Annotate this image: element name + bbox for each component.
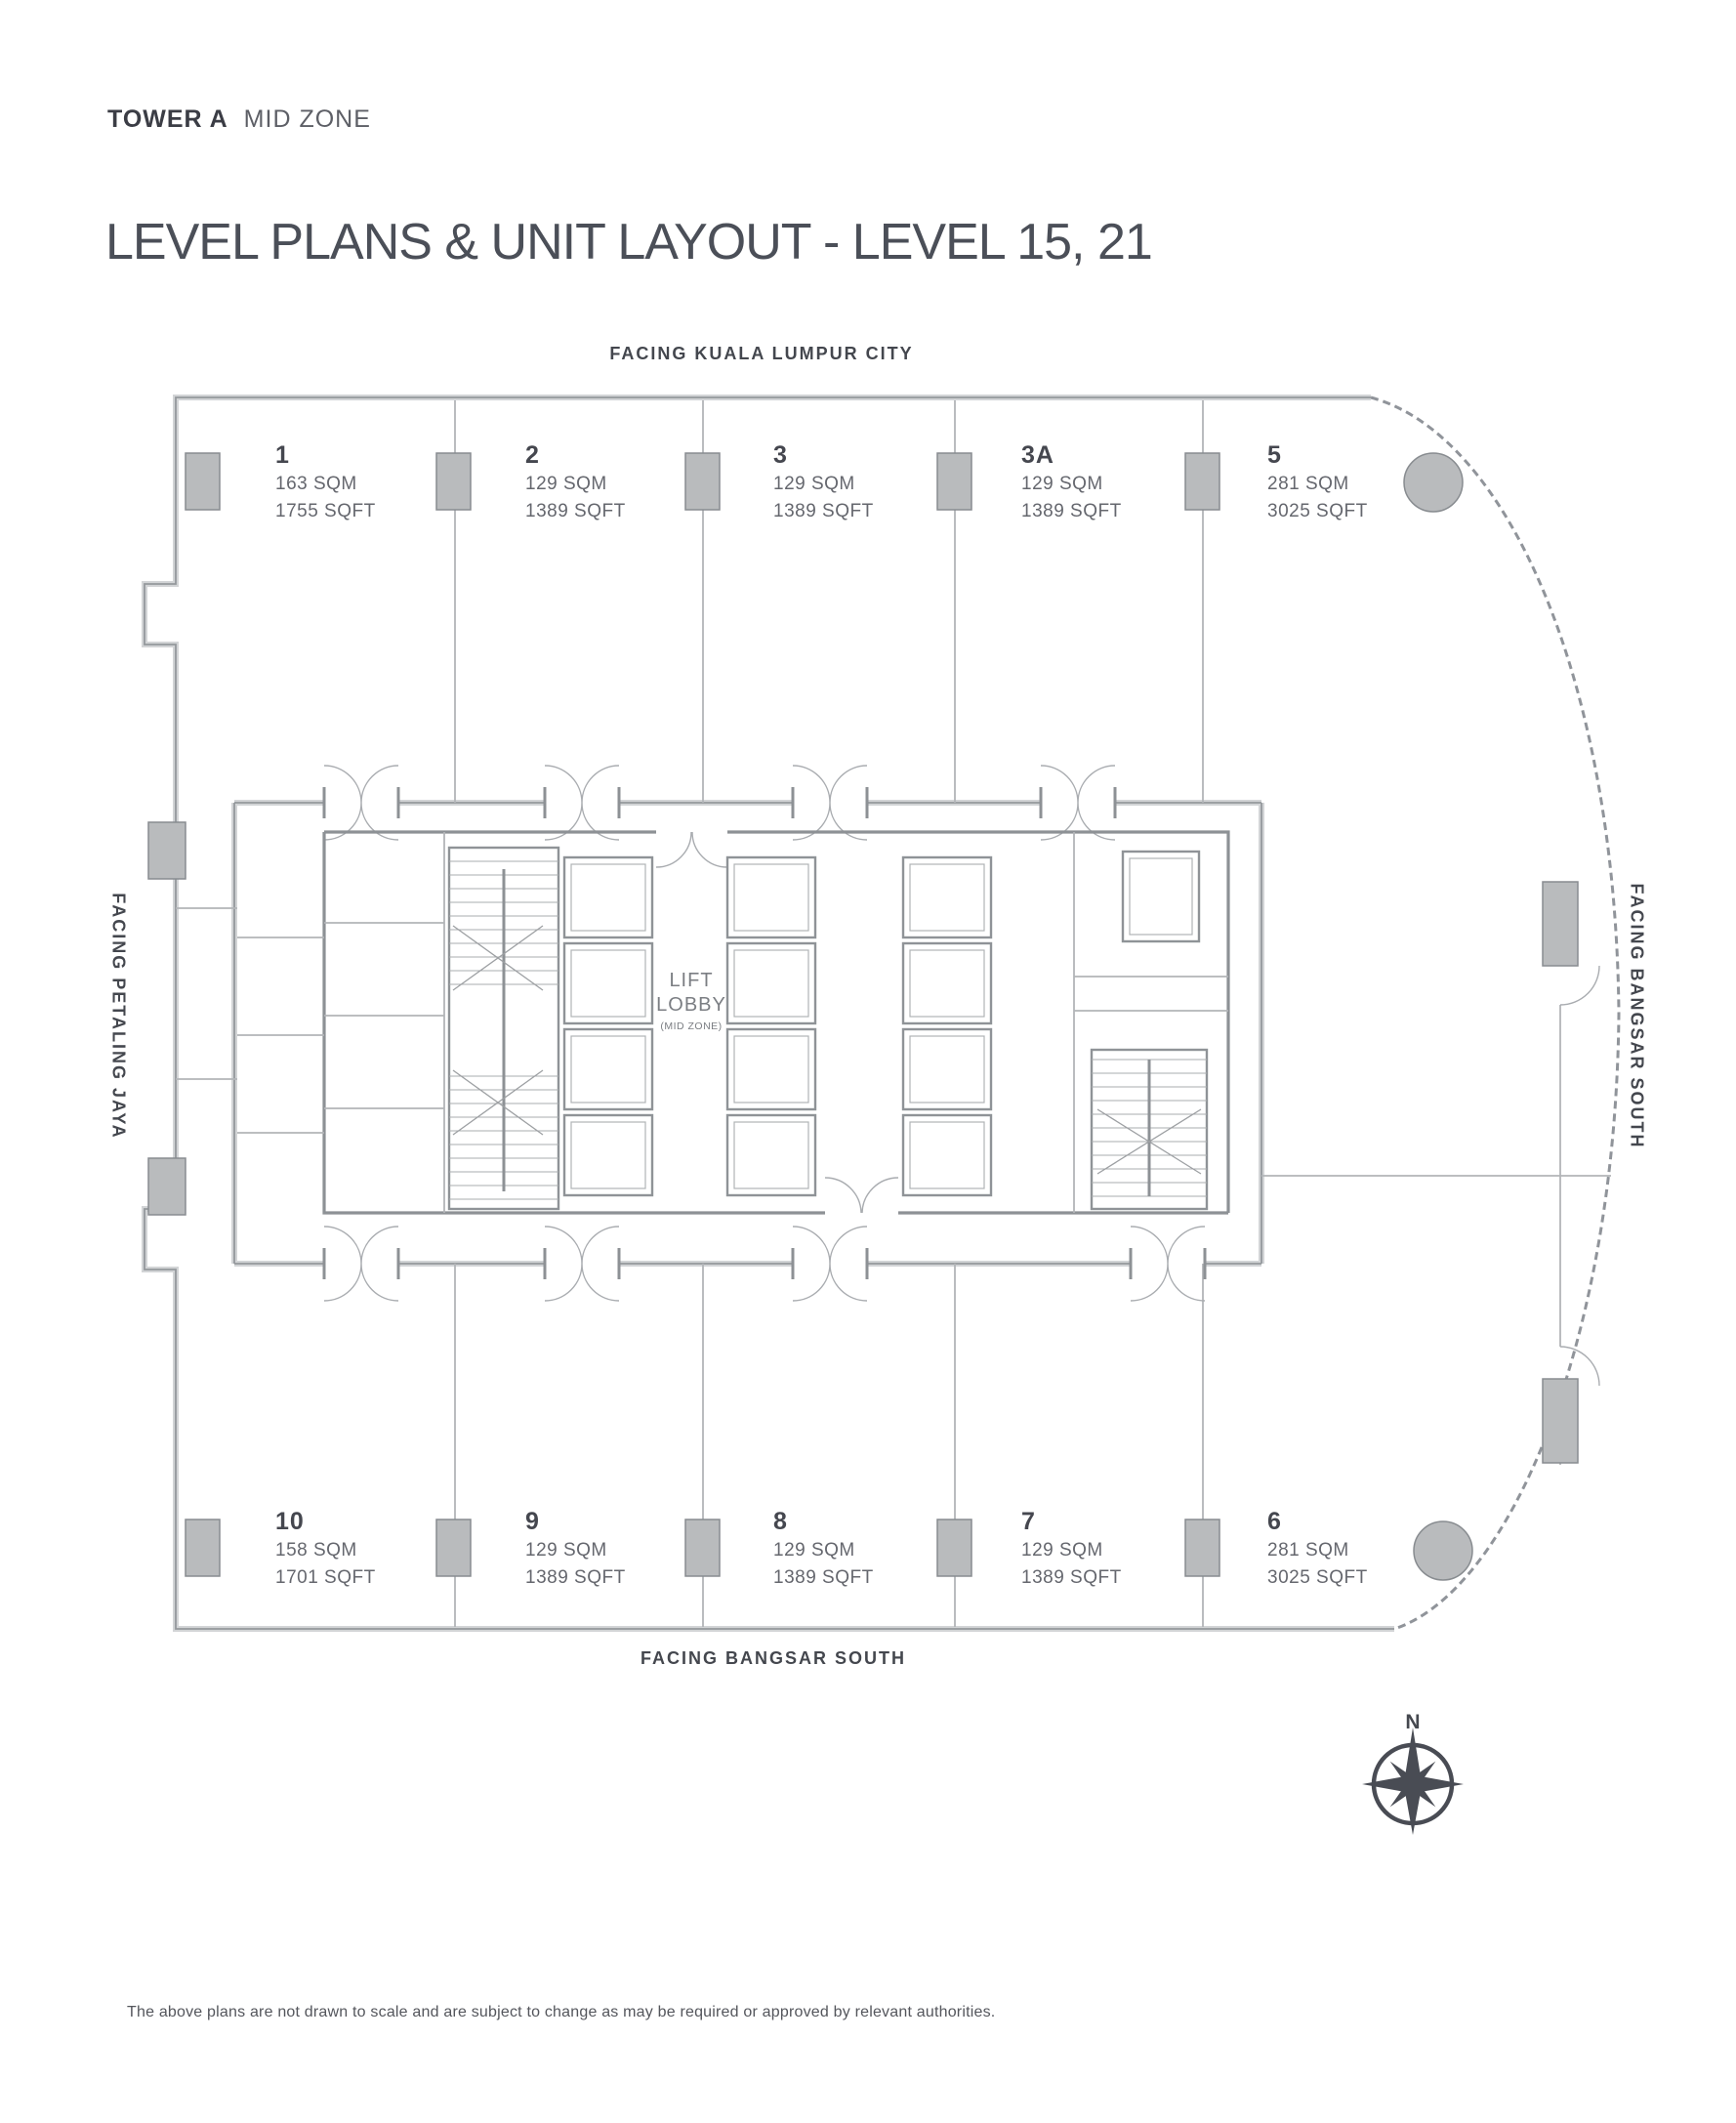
lift-bank-1 bbox=[562, 855, 654, 1197]
header-eyebrow: TOWER A MID ZONE bbox=[107, 105, 371, 134]
unit-divider-walls bbox=[454, 400, 1611, 1627]
lift-lobby-line1: LIFT bbox=[669, 970, 714, 991]
unit-sqm: 129 SQM bbox=[525, 474, 607, 494]
facing-label-top: FACING KUALA LUMPUR CITY bbox=[609, 344, 914, 363]
lift-lobby-label: LIFT LOBBY (MID ZONE) bbox=[633, 969, 750, 1035]
round-column-top bbox=[1403, 452, 1464, 513]
unit-sqm: 281 SQM bbox=[1267, 1540, 1349, 1561]
unit-label-7: 7 129 SQM 1389 SQFT bbox=[1021, 1506, 1236, 1592]
zone-label: MID ZONE bbox=[243, 105, 371, 133]
unit-sqft: 1389 SQFT bbox=[1021, 1567, 1122, 1588]
unit-sqft: 1389 SQFT bbox=[525, 501, 626, 521]
unit-sqm: 129 SQM bbox=[1021, 474, 1103, 494]
unit-sqm: 158 SQM bbox=[275, 1540, 357, 1561]
footnote: The above plans are not drawn to scale a… bbox=[127, 2004, 996, 2020]
unit-label-10: 10 158 SQM 1701 SQFT bbox=[275, 1506, 490, 1592]
unit-number: 9 bbox=[525, 1508, 540, 1535]
unit-sqft: 1389 SQFT bbox=[1021, 501, 1122, 521]
outer-walls bbox=[145, 397, 1394, 1629]
corridor-doors bbox=[322, 765, 1207, 1302]
curved-facade-line bbox=[1370, 395, 1621, 1631]
unit-sqm: 129 SQM bbox=[1021, 1540, 1103, 1561]
unit-sqm: 129 SQM bbox=[525, 1540, 607, 1561]
unit-sqft: 1389 SQFT bbox=[773, 501, 874, 521]
unit-sqft: 1701 SQFT bbox=[275, 1567, 376, 1588]
unit-sqft: 1389 SQFT bbox=[525, 1567, 626, 1588]
unit-label-5: 5 281 SQM 3025 SQFT bbox=[1267, 439, 1482, 525]
lift-bank-2 bbox=[725, 855, 817, 1197]
unit-number: 3 bbox=[773, 441, 788, 469]
stairwell-west bbox=[447, 846, 560, 1211]
unit-label-2: 2 129 SQM 1389 SQFT bbox=[525, 439, 740, 525]
service-core bbox=[176, 830, 1230, 1215]
round-column-bottom bbox=[1413, 1520, 1473, 1581]
compass-icon: N bbox=[1362, 1711, 1464, 1835]
unit-sqm: 129 SQM bbox=[773, 474, 855, 494]
unit-number: 7 bbox=[1021, 1508, 1036, 1535]
unit-sqft: 1755 SQFT bbox=[275, 501, 376, 521]
unit-number: 5 bbox=[1267, 441, 1282, 469]
unit-label-1: 1 163 SQM 1755 SQFT bbox=[275, 439, 490, 525]
unit-sqm: 129 SQM bbox=[773, 1540, 855, 1561]
structural-columns bbox=[147, 452, 1579, 1581]
lift-lobby-line2: LOBBY bbox=[656, 994, 726, 1016]
unit-number: 1 bbox=[275, 441, 290, 469]
unit-sqft: 1389 SQFT bbox=[773, 1567, 874, 1588]
unit-number: 2 bbox=[525, 441, 540, 469]
floor-plan-drawing: N bbox=[98, 371, 1621, 1835]
page-title: LEVEL PLANS & UNIT LAYOUT - LEVEL 15, 21 bbox=[105, 214, 1153, 271]
unit-label-3: 3 129 SQM 1389 SQFT bbox=[773, 439, 988, 525]
unit-number: 8 bbox=[773, 1508, 788, 1535]
lift-lobby-line3: (MID ZONE) bbox=[660, 1020, 723, 1032]
unit-number: 6 bbox=[1267, 1508, 1282, 1535]
stairwell-east bbox=[1090, 1048, 1209, 1211]
tower-label: TOWER A bbox=[107, 105, 228, 133]
lift-bank-3 bbox=[901, 855, 993, 1197]
facing-label-bottom: FACING BANGSAR SOUTH bbox=[640, 1648, 906, 1668]
toilet-block-walls bbox=[176, 832, 445, 1213]
service-rooms-east bbox=[1073, 832, 1228, 1213]
unit-sqft: 3025 SQFT bbox=[1267, 1567, 1368, 1588]
unit-label-8: 8 129 SQM 1389 SQFT bbox=[773, 1506, 988, 1592]
unit-label-3a: 3A 129 SQM 1389 SQFT bbox=[1021, 439, 1236, 525]
unit-sqm: 281 SQM bbox=[1267, 474, 1349, 494]
unit-number: 10 bbox=[275, 1508, 305, 1535]
compass-north-label: N bbox=[1405, 1711, 1420, 1733]
unit-number: 3A bbox=[1021, 441, 1054, 469]
unit-sqm: 163 SQM bbox=[275, 474, 357, 494]
unit-label-9: 9 129 SQM 1389 SQFT bbox=[525, 1506, 740, 1592]
unit-sqft: 3025 SQFT bbox=[1267, 501, 1368, 521]
unit-label-6: 6 281 SQM 3025 SQFT bbox=[1267, 1506, 1482, 1592]
